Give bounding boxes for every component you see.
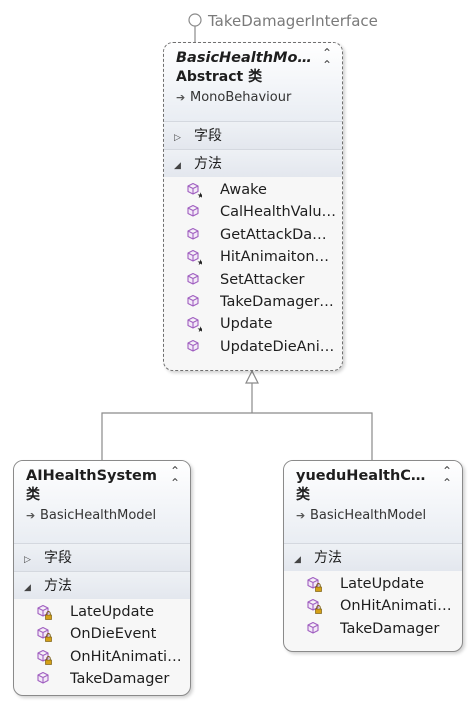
class-title: AIHealthSystem (26, 468, 157, 484)
method-item[interactable]: LateUpdate (284, 573, 462, 595)
method-item[interactable]: LateUpdate (14, 601, 190, 623)
base-class: ➔ BasicHealthModel (296, 505, 432, 527)
class-header: BasicHealthModel Abstract 类 ➔ MonoBehavio… (164, 43, 342, 121)
method-name: OnHitAnimati… (70, 648, 182, 665)
section-methods[interactable]: ◢ 方法 (14, 571, 190, 599)
section-label: 方法 (314, 550, 342, 566)
method-item[interactable]: TakeDamager (14, 668, 190, 690)
collapse-chevrons-icon[interactable]: ⌃⌃ (441, 464, 452, 490)
public-method-icon (307, 621, 319, 634)
expand-triangle-icon: ▷ (24, 555, 31, 565)
inherits-arrow-icon: ➔ (296, 509, 306, 522)
collapse-triangle-icon: ◢ (294, 555, 301, 565)
inheritance-arrowhead (245, 369, 259, 384)
public-method-icon (187, 227, 199, 240)
protected-method-icon: ★ (187, 250, 202, 265)
svg-text:★: ★ (197, 258, 202, 265)
method-item[interactable]: TakeDamager… (164, 291, 342, 313)
method-name: CalHealthValu… (220, 204, 337, 221)
section-label: 字段 (194, 128, 222, 144)
protected-method-icon: ★ (187, 317, 202, 332)
public-method-icon (37, 672, 49, 684)
section-label: 方法 (44, 578, 72, 594)
collapse-chevrons-icon[interactable]: ⌃⌃ (321, 46, 332, 72)
class-box-yeduhealthc[interactable]: yueduHealthC… 类 ➔ BasicHealthModel ⌃⌃ ◢ 方法… (283, 460, 463, 652)
method-item[interactable]: CalHealthValu… (164, 201, 342, 223)
inherits-arrow-icon: ➔ (26, 509, 36, 522)
collapse-triangle-icon: ◢ (24, 583, 31, 593)
method-name: OnHitAnimati… (340, 598, 452, 615)
interface-label: TakeDamagerInterface (208, 12, 378, 30)
method-item[interactable]: OnHitAnimati… (284, 595, 462, 617)
base-class-name: BasicHealthModel (40, 508, 157, 523)
protected-method-icon: ★ (187, 182, 202, 198)
method-name: OnDieEvent (70, 626, 157, 643)
expand-triangle-icon: ▷ (174, 133, 181, 143)
method-item[interactable]: UpdateDieAni… (164, 336, 342, 358)
class-box-aihealthsystem[interactable]: AIHealthSystem 类 ➔ BasicHealthModel ⌃⌃ ▷ 字… (13, 460, 191, 696)
inheritance-branch-line (101, 412, 373, 460)
method-name: HitAnimaiton… (220, 249, 330, 266)
class-kind: 类 (26, 487, 40, 503)
base-class-name: MonoBehaviour (190, 90, 292, 105)
class-header: yueduHealthC… 类 ➔ BasicHealthModel ⌃⌃ (284, 461, 462, 543)
method-name: TakeDamager (340, 620, 440, 637)
private-method-icon (307, 576, 322, 592)
method-item[interactable]: SetAttacker (164, 269, 342, 291)
method-name: UpdateDieAni… (220, 338, 335, 355)
method-item[interactable]: ★ HitAnimaiton… (164, 246, 342, 268)
base-class: ➔ MonoBehaviour (176, 87, 312, 109)
class-title: BasicHealthModel (176, 50, 312, 66)
section-fields[interactable]: ▷ 字段 (164, 121, 342, 149)
base-class: ➔ BasicHealthModel (26, 505, 160, 527)
base-class-name: BasicHealthModel (310, 508, 427, 523)
public-method-icon (187, 205, 199, 217)
method-name: Awake (220, 182, 267, 198)
class-title: yueduHealthC… (296, 468, 426, 484)
class-box-basichealthmodel[interactable]: BasicHealthModel Abstract 类 ➔ MonoBehavio… (163, 42, 343, 371)
svg-text:★: ★ (197, 325, 202, 332)
private-method-icon (37, 649, 52, 665)
interface-lollipop-circle (188, 13, 202, 27)
method-name: Update (220, 316, 273, 333)
method-item[interactable]: OnDieEvent (14, 623, 190, 645)
method-item[interactable]: GetAttackDa… (164, 224, 342, 246)
private-method-icon (37, 627, 52, 643)
collapse-triangle-icon: ◢ (174, 161, 181, 171)
public-method-icon (187, 294, 199, 307)
method-item[interactable]: ★ Awake (164, 179, 342, 201)
method-name: TakeDamager… (220, 293, 334, 310)
method-item[interactable]: TakeDamager (284, 618, 462, 640)
class-kind: 类 (296, 487, 310, 503)
public-method-icon (187, 272, 199, 285)
method-name: GetAttackDa… (220, 226, 327, 243)
method-name: SetAttacker (220, 271, 305, 288)
collapse-chevrons-icon[interactable]: ⌃⌃ (169, 464, 180, 490)
section-label: 字段 (44, 550, 72, 566)
svg-text:★: ★ (197, 191, 202, 198)
private-method-icon (37, 604, 52, 620)
method-item[interactable]: ★ Update (164, 313, 342, 335)
section-methods[interactable]: ◢ 方法 (284, 543, 462, 571)
method-item[interactable]: OnHitAnimati… (14, 646, 190, 668)
section-label: 方法 (194, 156, 222, 172)
method-name: LateUpdate (70, 604, 155, 620)
method-name: LateUpdate (340, 576, 425, 592)
class-header: AIHealthSystem 类 ➔ BasicHealthModel ⌃⌃ (14, 461, 190, 543)
inherits-arrow-icon: ➔ (176, 91, 186, 104)
section-fields[interactable]: ▷ 字段 (14, 543, 190, 571)
method-name: TakeDamager (70, 671, 170, 688)
section-methods[interactable]: ◢ 方法 (164, 149, 342, 177)
public-method-icon (187, 339, 199, 352)
private-method-icon (307, 599, 322, 615)
class-kind: Abstract 类 (176, 69, 263, 85)
